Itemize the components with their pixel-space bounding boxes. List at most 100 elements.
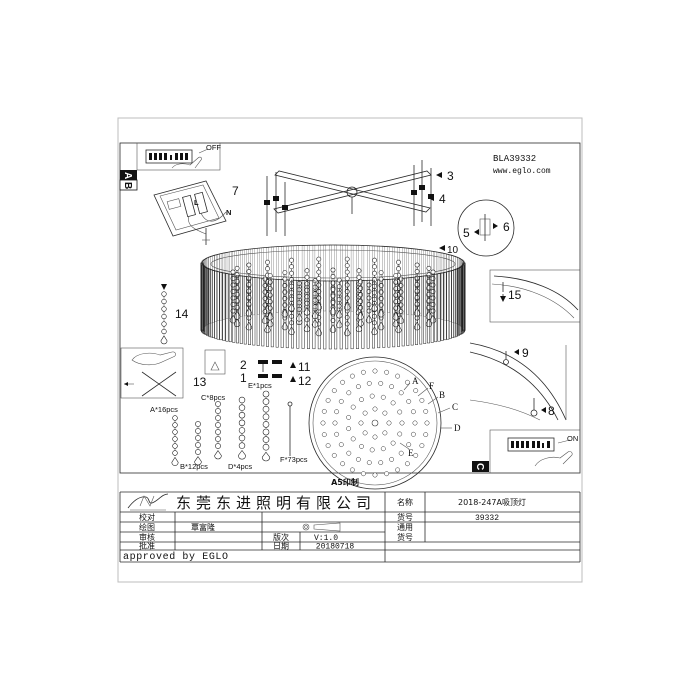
crystal-drop — [261, 315, 269, 324]
crystal-bead — [414, 288, 420, 294]
crystal-bead — [238, 427, 246, 434]
crystal-bead — [304, 281, 310, 287]
bottom-crystal — [334, 431, 340, 437]
crystal-rod — [236, 275, 239, 344]
bottom-crystal — [413, 388, 419, 394]
crystal-drop — [365, 314, 373, 324]
crystal-bead — [316, 269, 322, 275]
bottom-label-d: D — [454, 423, 461, 433]
detail-callout-5-6: 5 6 — [457, 199, 515, 257]
crystal-bead — [195, 435, 201, 441]
bottom-crystal — [398, 450, 404, 456]
step-4-number: 4 — [439, 192, 446, 206]
crystal-drop — [413, 307, 421, 317]
crystal-rod — [207, 268, 211, 337]
crystal-bead — [344, 282, 350, 288]
part-a-quantity: A*16pcs — [150, 405, 178, 414]
crystal-rod — [222, 252, 226, 320]
crystal-rod — [239, 275, 243, 344]
part-e-quantity: E*1pcs — [248, 381, 272, 390]
crystal-bead — [161, 313, 167, 320]
crystal-rod — [411, 248, 414, 316]
crystal-rod — [328, 280, 332, 350]
crystal-rod — [453, 269, 457, 338]
crystal-rod — [440, 272, 444, 341]
crystal-rod — [339, 280, 343, 350]
bottom-label-b: B — [439, 390, 445, 400]
step-15-number: 15 — [508, 288, 522, 302]
crystal-bead — [289, 270, 294, 276]
crystal-rod — [240, 249, 243, 317]
crystal-bead — [161, 291, 167, 297]
arrow-icon — [436, 172, 442, 178]
crystal-bead — [238, 396, 246, 404]
inner-crystal-strand — [329, 267, 337, 315]
bottom-crystal — [340, 379, 346, 385]
crystal-drop — [413, 321, 421, 331]
inner-crystal-strand — [429, 269, 437, 324]
crystal-drop — [264, 324, 271, 334]
company-name: 东莞东进照明有限公司 — [176, 494, 376, 512]
crystal-bead — [393, 273, 399, 278]
crystal-rod — [206, 267, 210, 336]
crystal-bead — [246, 262, 252, 268]
bead-strands — [171, 390, 271, 466]
crystal-bead — [366, 295, 372, 301]
crystal-bead — [246, 295, 252, 300]
part-c-quantity: C*8pcs — [201, 393, 225, 402]
part-f-quantity: F*73pcs — [280, 455, 308, 464]
crystal-bead — [195, 442, 201, 448]
bottom-crystal — [340, 461, 346, 467]
inner-crystal-strand — [303, 268, 311, 316]
general-label: 通用 — [397, 522, 413, 532]
crystal-rod — [456, 267, 460, 336]
crystal-bead — [195, 428, 201, 434]
crystal-drop — [261, 451, 271, 462]
crystal-bead — [378, 270, 384, 275]
crystal-bead — [172, 429, 178, 435]
crystal-bead — [238, 434, 246, 442]
crystal-rod — [266, 278, 269, 347]
bottom-crystal — [406, 442, 412, 448]
step-7-number: 7 — [232, 184, 239, 198]
bottom-crystal — [410, 431, 416, 437]
crystal-rod — [423, 249, 426, 317]
crystal-bead — [262, 413, 270, 421]
check-label: 校对 — [139, 512, 155, 522]
crystal-bead — [344, 269, 350, 275]
inner-crystal-strand — [377, 270, 385, 318]
crystal-rod — [406, 277, 410, 346]
crystal-bead — [372, 264, 377, 270]
crystal-rod — [252, 248, 256, 316]
version-value: V:1.0 — [314, 534, 338, 543]
crystal-drop — [395, 324, 402, 334]
crystal-bead — [366, 308, 372, 314]
bead-strand-14 — [160, 291, 168, 345]
step-8-9-detail: 9 8 — [469, 342, 567, 421]
crystal-drop — [245, 321, 253, 331]
bottom-crystal — [380, 446, 386, 452]
crystal-drop — [237, 449, 247, 460]
crystal-bead — [161, 306, 167, 312]
crystal-rod — [449, 254, 452, 322]
arrow-icon — [124, 382, 128, 386]
crystal-bead — [330, 287, 336, 292]
crystal-drop — [343, 327, 351, 337]
crystal-rod — [382, 279, 386, 348]
chandelier-drum — [200, 244, 466, 350]
bottom-crystal — [399, 420, 405, 426]
bottom-crystal — [404, 379, 410, 385]
drum-front-rods — [200, 262, 466, 350]
crystal-bead — [414, 301, 420, 307]
crystal-bead — [426, 265, 432, 271]
crystal-drop — [357, 311, 364, 321]
bottom-crystal — [413, 452, 419, 458]
crystal-bead — [372, 270, 377, 276]
crystal-bead — [262, 443, 270, 451]
crystal-bead — [289, 257, 294, 263]
crystal-rod — [446, 271, 450, 340]
crystal-bead — [267, 273, 273, 278]
crystal-rod — [201, 264, 204, 332]
crystal-bead — [246, 275, 252, 281]
